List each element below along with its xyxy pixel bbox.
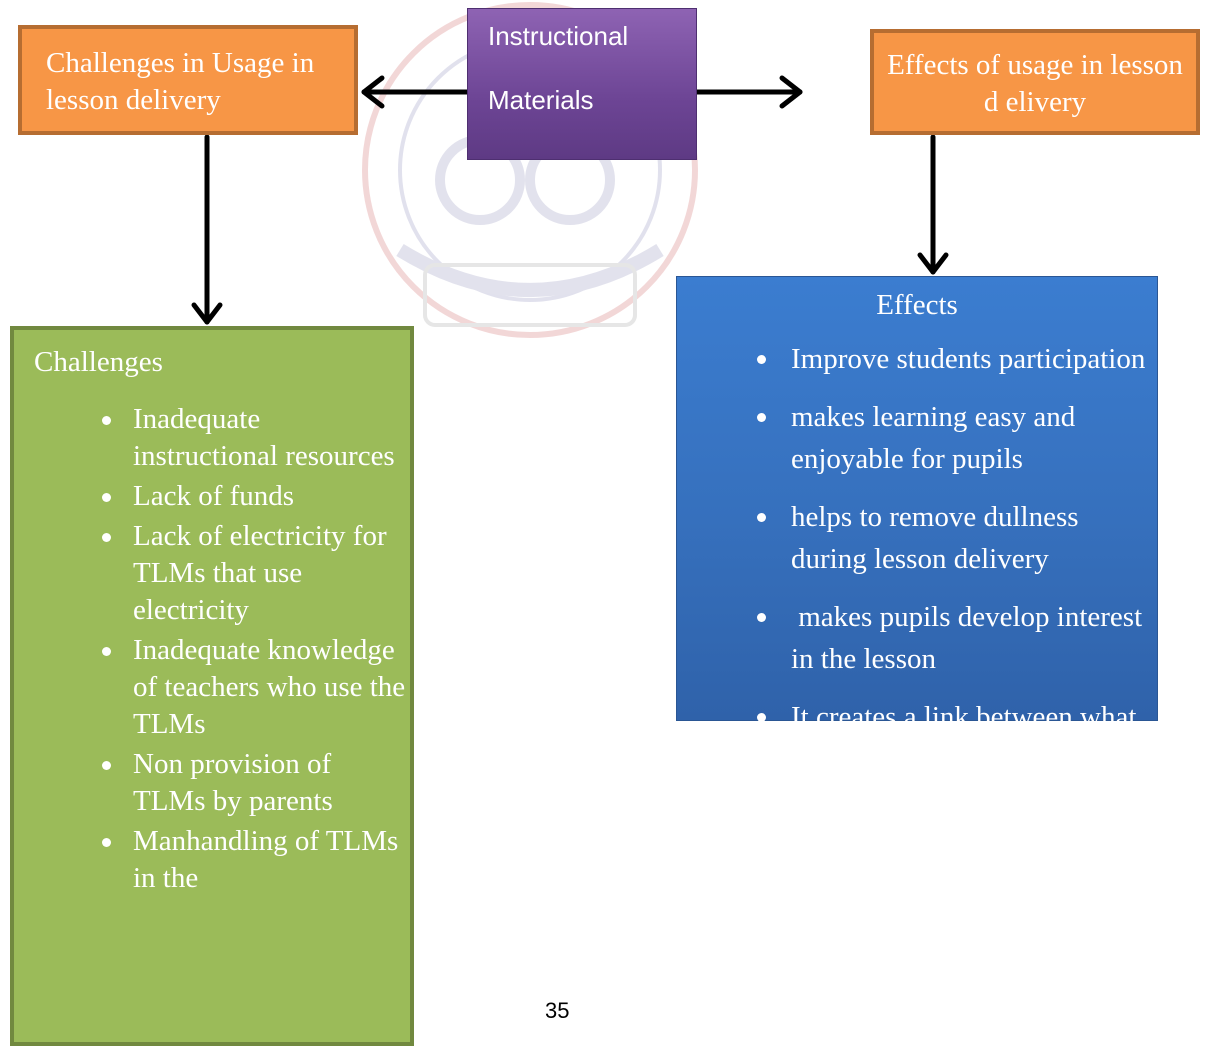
- effects-list-item: Improve students participation: [677, 338, 1157, 380]
- challenges-list: Inadequate instructional resources Lack …: [34, 401, 410, 897]
- challenges-in-usage-label: Challenges in Usage in lesson delivery: [46, 47, 315, 116]
- effects-list: Improve students participation makes lea…: [677, 338, 1157, 780]
- challenges-list-item: Inadequate knowledge of teachers who use…: [34, 632, 410, 743]
- effects-list-box: Effects Improve students participation m…: [676, 276, 1158, 775]
- instructional-label-line1: Instructional: [488, 21, 629, 51]
- challenges-title: Challenges: [34, 346, 163, 378]
- challenges-list-item: Lack of electricity for TLMs that use el…: [34, 518, 410, 629]
- challenges-in-usage-node: Challenges in Usage in lesson delivery: [18, 25, 358, 135]
- page-number: 35: [545, 998, 570, 1023]
- challenges-list-item: Lack of funds: [34, 478, 410, 515]
- effects-of-usage-label: Effects of usage in lesson d elivery: [887, 49, 1183, 118]
- effects-list-item: helps to remove dullness during lesson d…: [677, 496, 1157, 580]
- effects-list-item: It creates a link between what is real a…: [677, 696, 1157, 780]
- effects-title: Effects: [876, 289, 958, 321]
- challenges-list-box: Challenges Inadequate instructional reso…: [10, 326, 414, 1046]
- effects-of-usage-node: Effects of usage in lesson d elivery: [870, 29, 1200, 135]
- instructional-materials-node: Instructional Materials: [467, 8, 697, 160]
- instructional-label-line2: Materials: [488, 85, 594, 115]
- challenges-list-item: Manhandling of TLMs in the: [34, 823, 410, 897]
- effects-list-item: makes learning easy and enjoyable for pu…: [677, 396, 1157, 480]
- challenges-list-item: Inadequate instructional resources: [34, 401, 410, 475]
- effects-list-item: makes pupils develop interest in the les…: [677, 596, 1157, 680]
- challenges-list-item: Non provision of TLMs by parents: [34, 746, 410, 820]
